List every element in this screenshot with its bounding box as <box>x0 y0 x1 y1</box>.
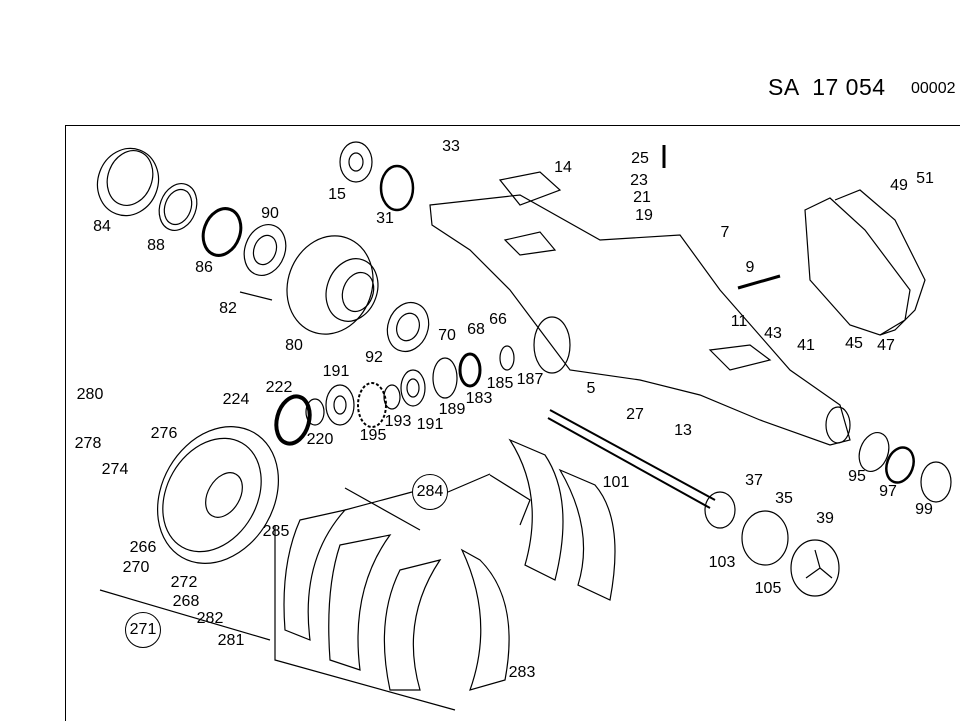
callout-268: 268 <box>172 593 200 610</box>
callout-97: 97 <box>879 483 897 500</box>
callout-15: 15 <box>328 186 346 203</box>
ring-15 <box>339 141 373 183</box>
leader-271 <box>99 589 271 641</box>
ring-97 <box>885 446 915 484</box>
callout-101: 101 <box>602 474 630 491</box>
bearing-92 <box>386 301 430 353</box>
ring-189 <box>432 357 458 399</box>
callout-45: 45 <box>845 335 863 352</box>
callout-285: 285 <box>262 523 290 540</box>
cover-45-47 <box>804 189 926 336</box>
callout-280: 280 <box>76 386 104 403</box>
callout-47: 47 <box>877 337 895 354</box>
bearing-191 <box>325 384 355 426</box>
callout-281: 281 <box>217 632 245 649</box>
diagram-frame <box>65 125 960 721</box>
callout-191: 191 <box>416 416 444 433</box>
callout-282: 282 <box>196 610 224 627</box>
callout-13: 13 <box>674 422 692 439</box>
callout-31: 31 <box>376 210 394 227</box>
backing-plate-266 <box>157 426 279 564</box>
callout-49: 49 <box>890 177 908 194</box>
ring-193 <box>383 384 401 410</box>
ring-187 <box>499 345 515 371</box>
callout-33: 33 <box>442 138 460 155</box>
callout-82: 82 <box>219 300 237 317</box>
callout-284-circled: 284 <box>412 474 448 510</box>
callout-191: 191 <box>322 363 350 380</box>
callout-21: 21 <box>633 189 651 206</box>
callout-220: 220 <box>306 431 334 448</box>
callout-14: 14 <box>554 159 572 176</box>
callout-274: 274 <box>101 461 129 478</box>
callout-11: 11 <box>730 313 748 330</box>
callout-195: 195 <box>359 427 387 444</box>
callout-35: 35 <box>775 490 793 507</box>
callout-270: 270 <box>122 559 150 576</box>
stud-82 <box>239 291 273 301</box>
drawing-code: SA 17 054 <box>768 74 886 100</box>
cap-105 <box>790 539 840 597</box>
seal-220 <box>274 394 312 446</box>
axle-housing-5 <box>429 171 851 446</box>
callout-68: 68 <box>467 321 485 338</box>
callout-9: 9 <box>745 259 755 276</box>
callout-92: 92 <box>365 349 383 366</box>
callout-19: 19 <box>635 207 653 224</box>
axle-shaft-101 <box>547 409 736 529</box>
callout-278: 278 <box>74 435 102 452</box>
callout-276: 276 <box>150 425 178 442</box>
brake-linings <box>274 438 616 711</box>
callout-7: 7 <box>720 224 730 241</box>
callout-90: 90 <box>261 205 279 222</box>
sheet-number: 00002 <box>911 80 956 97</box>
callout-266: 266 <box>129 539 157 556</box>
callout-51: 51 <box>916 170 934 187</box>
callout-84: 84 <box>93 218 111 235</box>
ring-95 <box>858 432 890 472</box>
leader-284b <box>344 491 413 511</box>
callout-70: 70 <box>438 327 456 344</box>
ring-220 <box>305 398 325 426</box>
cover-103 <box>741 510 789 566</box>
callout-37: 37 <box>745 472 763 489</box>
callout-41: 41 <box>797 337 815 354</box>
seal-86 <box>201 207 243 257</box>
seal-88 <box>158 183 198 231</box>
hub-cap-84 <box>96 147 160 217</box>
callout-224: 224 <box>222 391 250 408</box>
callout-86: 86 <box>195 259 213 276</box>
callout-27: 27 <box>626 406 644 423</box>
callout-95: 95 <box>848 468 866 485</box>
callout-283: 283 <box>508 664 536 681</box>
bolt-9 <box>737 274 781 290</box>
leader-284 <box>447 473 491 493</box>
callout-43: 43 <box>764 325 782 342</box>
lock-99 <box>920 461 952 503</box>
hub-80 <box>286 235 379 335</box>
ring-31 <box>379 164 415 212</box>
callout-193: 193 <box>384 413 412 430</box>
callout-103: 103 <box>708 554 736 571</box>
callout-185: 185 <box>486 375 514 392</box>
callout-271-circled: 271 <box>125 612 161 648</box>
callout-99: 99 <box>915 501 933 518</box>
callout-183: 183 <box>465 390 493 407</box>
cage-195 <box>357 382 387 428</box>
callout-222: 222 <box>265 379 293 396</box>
callout-39: 39 <box>816 510 834 527</box>
bearing-90 <box>243 224 287 276</box>
bearing-183 <box>458 352 482 388</box>
callout-25: 25 <box>631 150 649 167</box>
callout-66: 66 <box>489 311 507 328</box>
callout-80: 80 <box>285 337 303 354</box>
callout-272: 272 <box>170 574 198 591</box>
callout-23: 23 <box>630 172 648 189</box>
callout-187: 187 <box>516 371 544 388</box>
callout-88: 88 <box>147 237 165 254</box>
callout-5: 5 <box>586 380 596 397</box>
callout-189: 189 <box>438 401 466 418</box>
bearing-191b <box>400 369 426 407</box>
callout-105: 105 <box>754 580 782 597</box>
